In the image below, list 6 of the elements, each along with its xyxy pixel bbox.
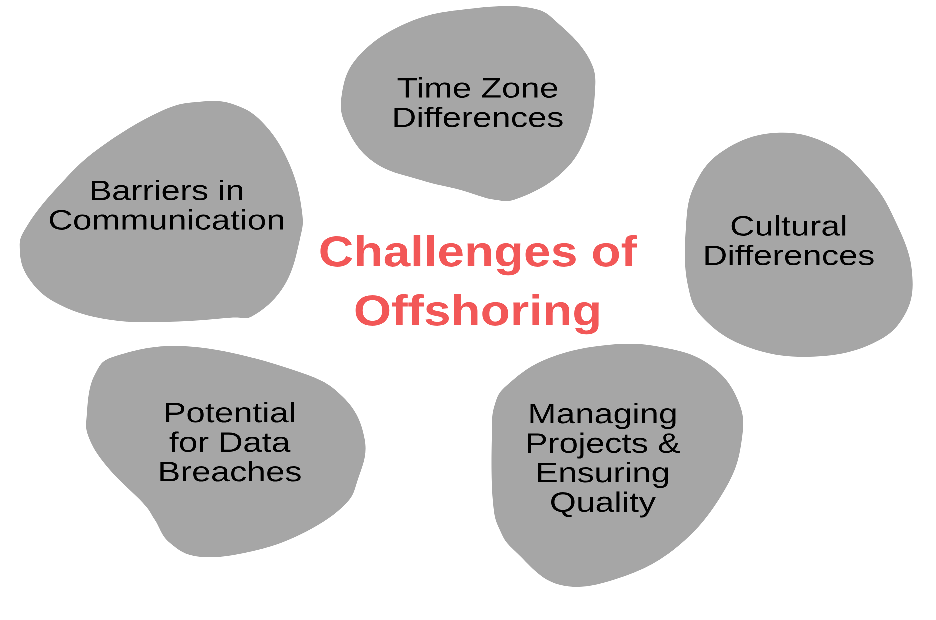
blob: Potential for Data Breaches bbox=[86, 346, 366, 558]
blob: Cultural Differences bbox=[685, 132, 913, 358]
blob: Managing Projects & Ensuring Quality bbox=[492, 344, 744, 588]
blob: Time Zone Differences bbox=[341, 6, 596, 202]
title: Challenges of Offshoring bbox=[320, 235, 638, 335]
blob: Barriers in Communication bbox=[20, 101, 304, 322]
